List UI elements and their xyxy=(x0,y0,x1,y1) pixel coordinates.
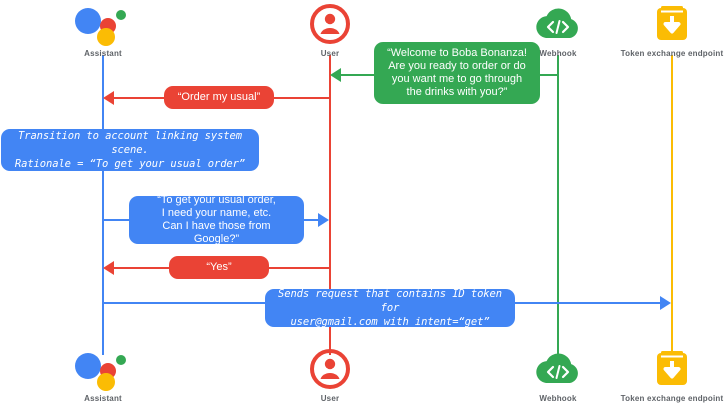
actor-user-bottom: User xyxy=(270,349,390,404)
download-box-icon xyxy=(612,349,725,391)
download-box-icon xyxy=(612,4,725,46)
arrow-sends-request-head xyxy=(660,296,671,310)
actor-label-webhook: Webhook xyxy=(539,49,577,58)
lifeline-token-endpoint xyxy=(671,55,673,355)
user-avatar-icon xyxy=(270,4,390,46)
actor-assistant-bottom: Assistant xyxy=(43,349,163,404)
arrow-yes-head xyxy=(103,261,114,275)
actor-token-endpoint-bottom: Token exchange endpoint xyxy=(612,349,725,404)
actor-webhook-top: Webhook xyxy=(498,4,618,59)
actor-label-token-endpoint: Token exchange endpoint xyxy=(620,394,724,403)
user-avatar-icon xyxy=(270,349,390,391)
google-assistant-icon xyxy=(43,349,163,391)
message-sends-request: Sends request that contains ID token for… xyxy=(265,288,515,328)
actor-label-user: User xyxy=(320,394,340,403)
actor-label-user: User xyxy=(320,49,340,58)
message-welcome-text: “Welcome to Boba Bonanza! Are you ready … xyxy=(387,47,527,98)
message-transition-note: Transition to account linking system sce… xyxy=(1,129,259,171)
message-yes: “Yes” xyxy=(169,256,269,279)
message-request-consent-text: “To get your usual order, I need your na… xyxy=(157,194,276,245)
cloud-code-icon xyxy=(498,349,618,391)
actor-label-assistant: Assistant xyxy=(84,394,122,403)
google-assistant-icon xyxy=(43,4,163,46)
message-transition-note-text: Transition to account linking system sce… xyxy=(14,130,246,170)
message-order-my-usual: “Order my usual” xyxy=(164,86,274,109)
actor-label-webhook: Webhook xyxy=(539,394,577,403)
message-order-my-usual-text: “Order my usual” xyxy=(177,91,261,103)
actor-token-endpoint-top: Token exchange endpoint xyxy=(612,4,725,59)
lifeline-assistant xyxy=(102,55,104,355)
arrow-welcome-head xyxy=(330,68,341,82)
arrow-request-consent-head xyxy=(318,213,329,227)
message-welcome: “Welcome to Boba Bonanza! Are you ready … xyxy=(374,42,540,104)
actor-assistant-top: Assistant xyxy=(43,4,163,59)
arrow-order-my-usual-head xyxy=(103,91,114,105)
actor-label-token-endpoint: Token exchange endpoint xyxy=(620,49,724,58)
actor-webhook-bottom: Webhook xyxy=(498,349,618,404)
lifeline-user xyxy=(329,55,331,355)
cloud-code-icon xyxy=(498,4,618,46)
message-yes-text: “Yes” xyxy=(206,261,232,273)
actor-label-assistant: Assistant xyxy=(84,49,122,58)
message-request-consent: “To get your usual order, I need your na… xyxy=(129,194,304,245)
actor-user-top: User xyxy=(270,4,390,59)
lifeline-webhook xyxy=(557,55,559,355)
message-sends-request-text: Sends request that contains ID token for… xyxy=(278,288,502,328)
